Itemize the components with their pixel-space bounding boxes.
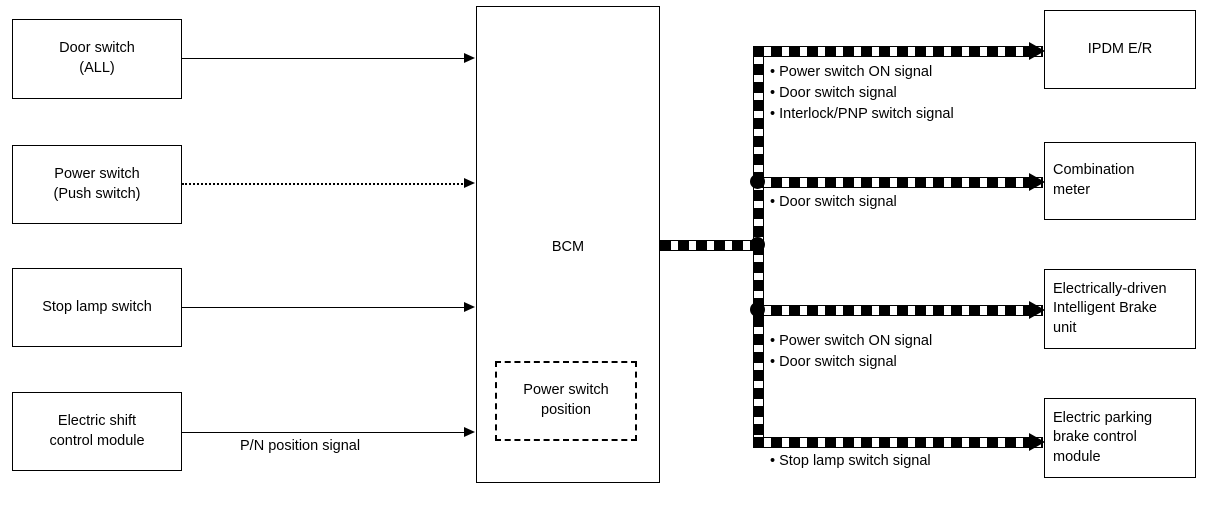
output-box-parking-brake-module[interactable]: Electric parking brake control module bbox=[1044, 398, 1196, 478]
arrow-line-door-switch-to-bcm bbox=[182, 58, 466, 59]
arrow-line-power-switch-to-bcm bbox=[182, 183, 466, 185]
bus-junction-dot-brake-unit bbox=[750, 302, 765, 317]
arrow-head-door-switch-to-bcm bbox=[464, 52, 475, 63]
signal-list-ipdm-er: • Power switch ON signal • Door switch s… bbox=[770, 64, 954, 123]
signal-list-parking-brake-module: • Stop lamp switch signal bbox=[770, 453, 931, 469]
output-box-combination-meter-label: Combination meter bbox=[1053, 162, 1135, 198]
bus-junction-dot-combination-meter bbox=[750, 174, 765, 189]
bus-branch-to-parking-brake-module bbox=[753, 437, 1043, 448]
bcm-inner-power-switch-position-box: Power switch position bbox=[495, 361, 637, 441]
input-box-door-switch-label: Door switch (ALL) bbox=[59, 40, 135, 76]
output-box-parking-brake-module-label: Electric parking brake control module bbox=[1053, 409, 1153, 465]
signal-list-combination-meter: • Door switch signal bbox=[770, 194, 897, 210]
bus-branch-to-brake-unit bbox=[753, 305, 1043, 316]
label-pn-position-signal: P/N position signal bbox=[240, 438, 361, 454]
output-box-brake-unit[interactable]: Electrically-driven Intelligent Brake un… bbox=[1044, 269, 1196, 349]
input-box-electric-shift-control-module[interactable]: Electric shift control module bbox=[12, 392, 182, 471]
bus-segment-bcm-to-trunk bbox=[660, 240, 760, 251]
input-box-stop-lamp-switch-label: Stop lamp switch bbox=[42, 298, 152, 315]
bus-arrow-head-brake-unit bbox=[1029, 300, 1045, 319]
arrow-line-electric-shift-to-bcm bbox=[182, 432, 466, 433]
arrow-head-stop-lamp-switch-to-bcm bbox=[464, 301, 475, 312]
bus-arrow-head-parking-brake-module bbox=[1029, 432, 1045, 451]
bus-arrow-head-combination-meter bbox=[1029, 172, 1045, 191]
arrow-head-electric-shift-to-bcm bbox=[464, 426, 475, 437]
arrow-head-power-switch-to-bcm bbox=[464, 177, 475, 188]
bus-arrow-head-ipdm-er bbox=[1029, 41, 1045, 60]
output-box-ipdm-er[interactable]: IPDM E/R bbox=[1044, 10, 1196, 89]
output-box-ipdm-er-label: IPDM E/R bbox=[1087, 40, 1153, 57]
input-box-door-switch[interactable]: Door switch (ALL) bbox=[12, 19, 182, 99]
signal-list-brake-unit: • Power switch ON signal • Door switch s… bbox=[770, 333, 933, 371]
output-box-brake-unit-label: Electrically-driven Intelligent Brake un… bbox=[1053, 280, 1167, 336]
bus-junction-dot-bcm-stub bbox=[750, 237, 765, 252]
output-box-combination-meter[interactable]: Combination meter bbox=[1044, 142, 1196, 220]
input-box-electric-shift-control-module-label: Electric shift control module bbox=[49, 412, 145, 449]
input-box-power-switch[interactable]: Power switch (Push switch) bbox=[12, 145, 182, 224]
bus-branch-to-ipdm-er bbox=[753, 46, 1043, 57]
arrow-line-stop-lamp-switch-to-bcm bbox=[182, 307, 466, 308]
bus-branch-to-combination-meter bbox=[753, 177, 1043, 188]
input-box-stop-lamp-switch[interactable]: Stop lamp switch bbox=[12, 268, 182, 347]
input-box-power-switch-label: Power switch (Push switch) bbox=[53, 165, 141, 202]
bcm-label: BCM bbox=[551, 239, 585, 255]
bcm-inner-power-switch-position-label: Power switch position bbox=[523, 382, 609, 418]
